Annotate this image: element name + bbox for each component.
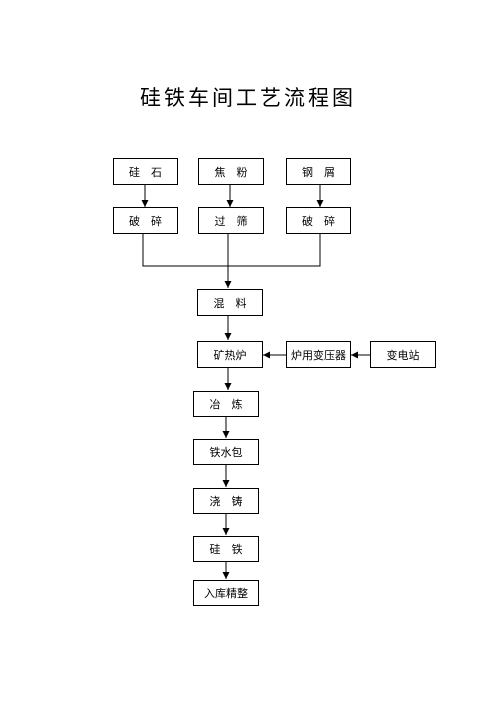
node-ladle: 铁水包 <box>193 439 259 465</box>
node-smelt: 冶 炼 <box>193 391 259 417</box>
node-sieve: 过 筛 <box>198 207 264 234</box>
merge-line <box>142 234 321 267</box>
node-crush1: 破 碎 <box>113 207 178 234</box>
node-crush2: 破 碎 <box>286 207 351 234</box>
node-substation: 变电站 <box>370 341 436 368</box>
node-cast: 浇 铸 <box>193 488 259 514</box>
node-ferrosilicon: 硅 铁 <box>193 536 259 562</box>
node-scrap: 钢 屑 <box>286 158 351 185</box>
node-mix: 混 料 <box>197 289 263 316</box>
node-transformer: 炉用变压器 <box>286 341 351 368</box>
page-title: 硅铁车间工艺流程图 <box>140 86 356 110</box>
node-coke: 焦 粉 <box>198 158 264 185</box>
node-finish: 入库精整 <box>193 580 259 606</box>
node-furnace: 矿热炉 <box>197 341 263 368</box>
node-silica: 硅 石 <box>113 158 178 185</box>
